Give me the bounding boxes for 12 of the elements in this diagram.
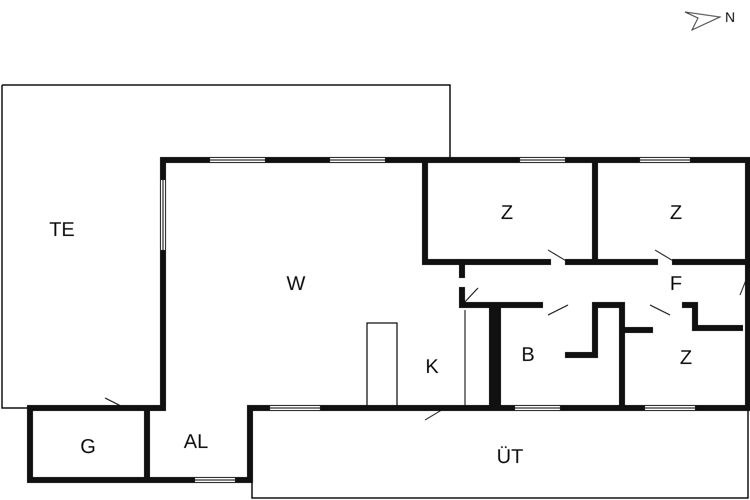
room-label: ÜT — [496, 447, 524, 467]
room-label: B — [521, 345, 535, 365]
room-label: G — [80, 437, 96, 457]
room-label: F — [670, 274, 682, 294]
room-label: TE — [49, 220, 75, 240]
room-label: W — [286, 274, 306, 294]
room-label: Z — [680, 348, 692, 368]
room-label: AL — [184, 432, 208, 452]
room-label: Z — [670, 203, 682, 223]
room-label: K — [425, 357, 439, 377]
room-label: Z — [500, 203, 514, 223]
compass-label: N — [724, 10, 736, 24]
